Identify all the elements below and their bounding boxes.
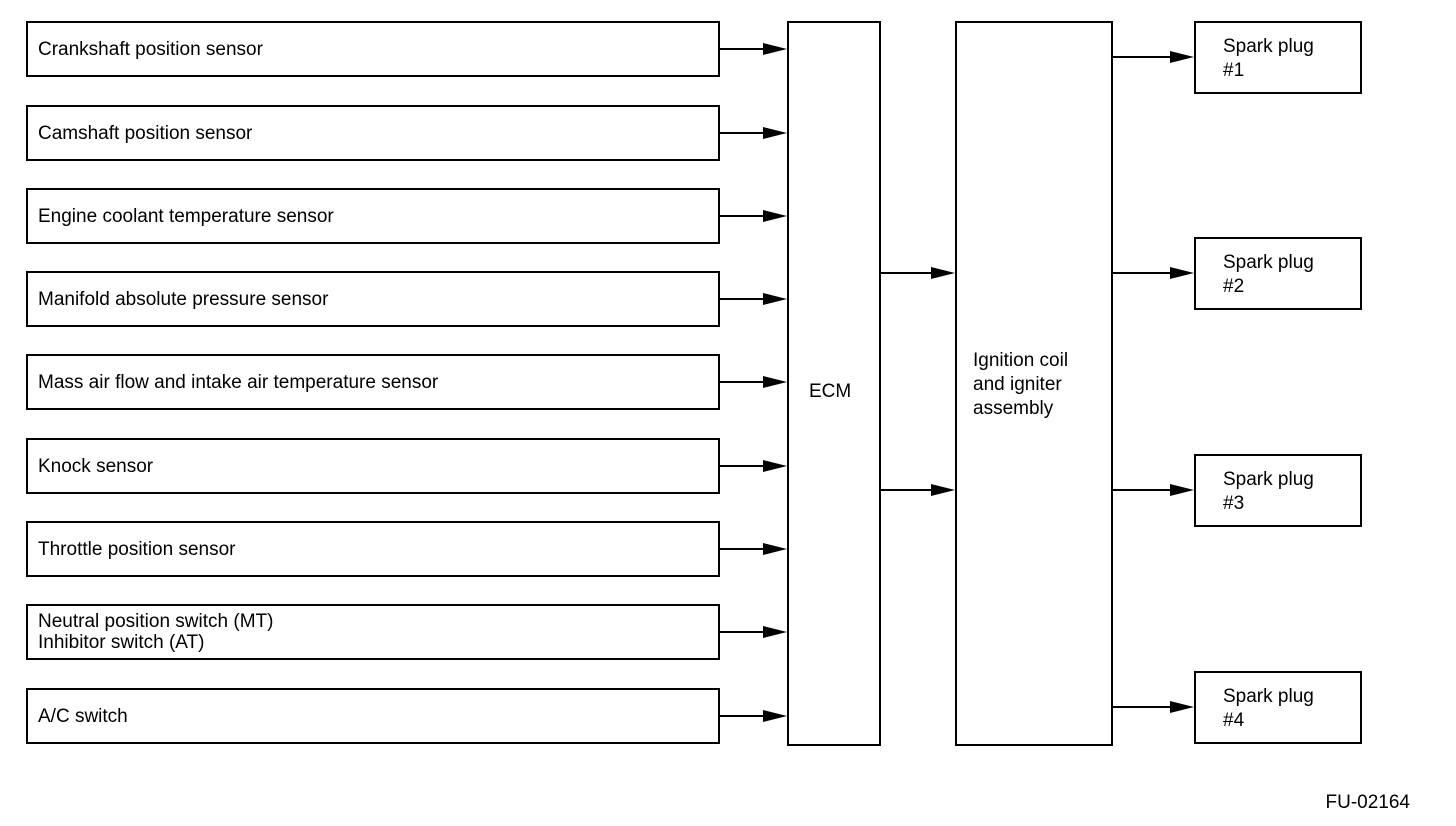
spark-plug-4-label: Spark plug #4 (1223, 686, 1314, 731)
spark-plug-2-label: Spark plug #2 (1223, 252, 1314, 297)
figure-code: FU-02164 (1325, 792, 1411, 813)
arrow-sensor-9-to-ecm-head (763, 710, 787, 722)
arrow-sensor-5-to-ecm (720, 376, 787, 388)
arrow-ignition-to-spark-plug-3-head (1170, 484, 1194, 496)
arrow-ecm-to-ignition-lower-head (931, 484, 955, 496)
arrow-sensor-8-to-ecm (720, 626, 787, 638)
arrow-ignition-to-spark-plug-3 (1113, 484, 1194, 496)
arrow-ignition-to-spark-plug-4-head (1170, 701, 1194, 713)
manifold-absolute-pressure-sensor-label: Manifold absolute pressure sensor (38, 288, 329, 310)
arrow-sensor-6-to-ecm-head (763, 460, 787, 472)
arrow-sensor-6-to-ecm (720, 460, 787, 472)
mass-air-flow-sensor-label: Mass air flow and intake air temperature… (38, 371, 439, 393)
arrow-ecm-to-ignition-lower (881, 484, 955, 496)
ignition-coil-igniter-box: Ignition coil and igniter assembly (955, 21, 1113, 746)
knock-sensor-label: Knock sensor (38, 455, 154, 477)
arrow-sensor-3-to-ecm-head (763, 210, 787, 222)
engine-coolant-temperature-sensor-label: Engine coolant temperature sensor (38, 205, 334, 227)
spark-plug-4-box: Spark plug #4 (1194, 671, 1362, 744)
arrow-sensor-4-to-ecm (720, 293, 787, 305)
arrow-sensor-1-to-ecm-head (763, 43, 787, 55)
ac-switch-box: A/C switch (26, 688, 720, 744)
crankshaft-position-sensor-box: Crankshaft position sensor (26, 21, 720, 77)
camshaft-position-sensor-box: Camshaft position sensor (26, 105, 720, 161)
neutral-inhibitor-switch-box: Neutral position switch (MT) Inhibitor s… (26, 604, 720, 660)
arrow-sensor-3-to-ecm (720, 210, 787, 222)
camshaft-position-sensor-label: Camshaft position sensor (38, 122, 253, 144)
ignition-coil-igniter-label: Ignition coil and igniter assembly (973, 350, 1069, 419)
arrow-ecm-to-ignition-upper (881, 267, 955, 279)
engine-coolant-temperature-sensor-box: Engine coolant temperature sensor (26, 188, 720, 244)
manifold-absolute-pressure-sensor-box: Manifold absolute pressure sensor (26, 271, 720, 327)
throttle-position-sensor-label: Throttle position sensor (38, 538, 236, 560)
arrow-ignition-to-spark-plug-4 (1113, 701, 1194, 713)
arrow-sensor-9-to-ecm (720, 710, 787, 722)
arrow-sensor-5-to-ecm-head (763, 376, 787, 388)
arrow-sensor-7-to-ecm (720, 543, 787, 555)
crankshaft-position-sensor-label: Crankshaft position sensor (38, 38, 263, 60)
throttle-position-sensor-box: Throttle position sensor (26, 521, 720, 577)
arrow-sensor-2-to-ecm-head (763, 127, 787, 139)
spark-plug-2-box: Spark plug #2 (1194, 237, 1362, 310)
spark-plug-3-box: Spark plug #3 (1194, 454, 1362, 527)
spark-plug-3-label: Spark plug #3 (1223, 469, 1314, 514)
arrow-ignition-to-spark-plug-2-head (1170, 267, 1194, 279)
ac-switch-label: A/C switch (38, 705, 128, 727)
arrow-ignition-to-spark-plug-1-head (1170, 51, 1194, 63)
spark-plug-1-box: Spark plug #1 (1194, 21, 1362, 94)
neutral-inhibitor-switch-label: Neutral position switch (MT) Inhibitor s… (38, 611, 274, 653)
arrow-sensor-8-to-ecm-head (763, 626, 787, 638)
knock-sensor-box: Knock sensor (26, 438, 720, 494)
ecm-label: ECM (809, 381, 852, 402)
mass-air-flow-sensor-box: Mass air flow and intake air temperature… (26, 354, 720, 410)
ecm-box: ECM (787, 21, 881, 746)
arrow-sensor-1-to-ecm (720, 43, 787, 55)
arrow-ignition-to-spark-plug-1 (1113, 51, 1194, 63)
spark-plug-1-label: Spark plug #1 (1223, 36, 1314, 81)
arrow-sensor-7-to-ecm-head (763, 543, 787, 555)
arrow-sensor-4-to-ecm-head (763, 293, 787, 305)
arrow-ecm-to-ignition-upper-head (931, 267, 955, 279)
arrow-ignition-to-spark-plug-2 (1113, 267, 1194, 279)
arrow-sensor-2-to-ecm (720, 127, 787, 139)
